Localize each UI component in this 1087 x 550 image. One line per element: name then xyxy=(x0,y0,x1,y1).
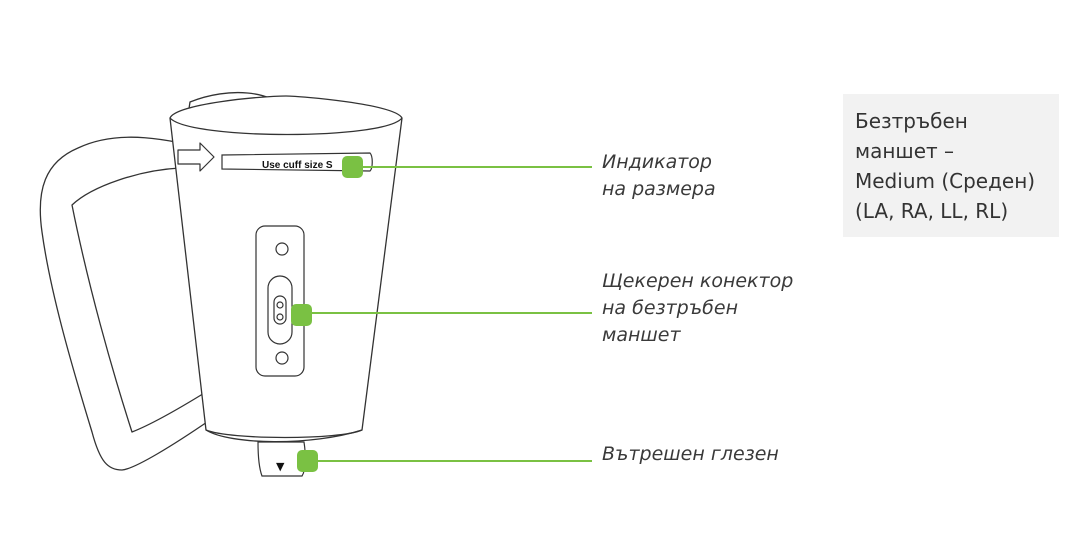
connector-marker xyxy=(291,304,312,326)
connector-label: Щекерен конектор на безтръбен маншет xyxy=(602,270,794,346)
ankle-marker-icon: ▼ xyxy=(276,460,285,473)
info-box-text: Безтръбен маншет – Medium (Среден) (LA, … xyxy=(855,109,1036,223)
size-indicator-label: Индикатор на размера xyxy=(602,151,716,200)
size-indicator-marker xyxy=(342,156,363,178)
connector-panel xyxy=(255,225,305,377)
inner-ankle-label: Вътрешен глезен xyxy=(602,443,779,465)
ankle-marker xyxy=(297,450,318,472)
cuff-size-text: Use cuff size S xyxy=(262,160,333,171)
direction-arrow-icon xyxy=(177,142,215,172)
size-indicator-strip: Use cuff size S xyxy=(221,152,373,172)
info-box: Безтръбен маншет – Medium (Среден) (LA, … xyxy=(843,94,1059,237)
